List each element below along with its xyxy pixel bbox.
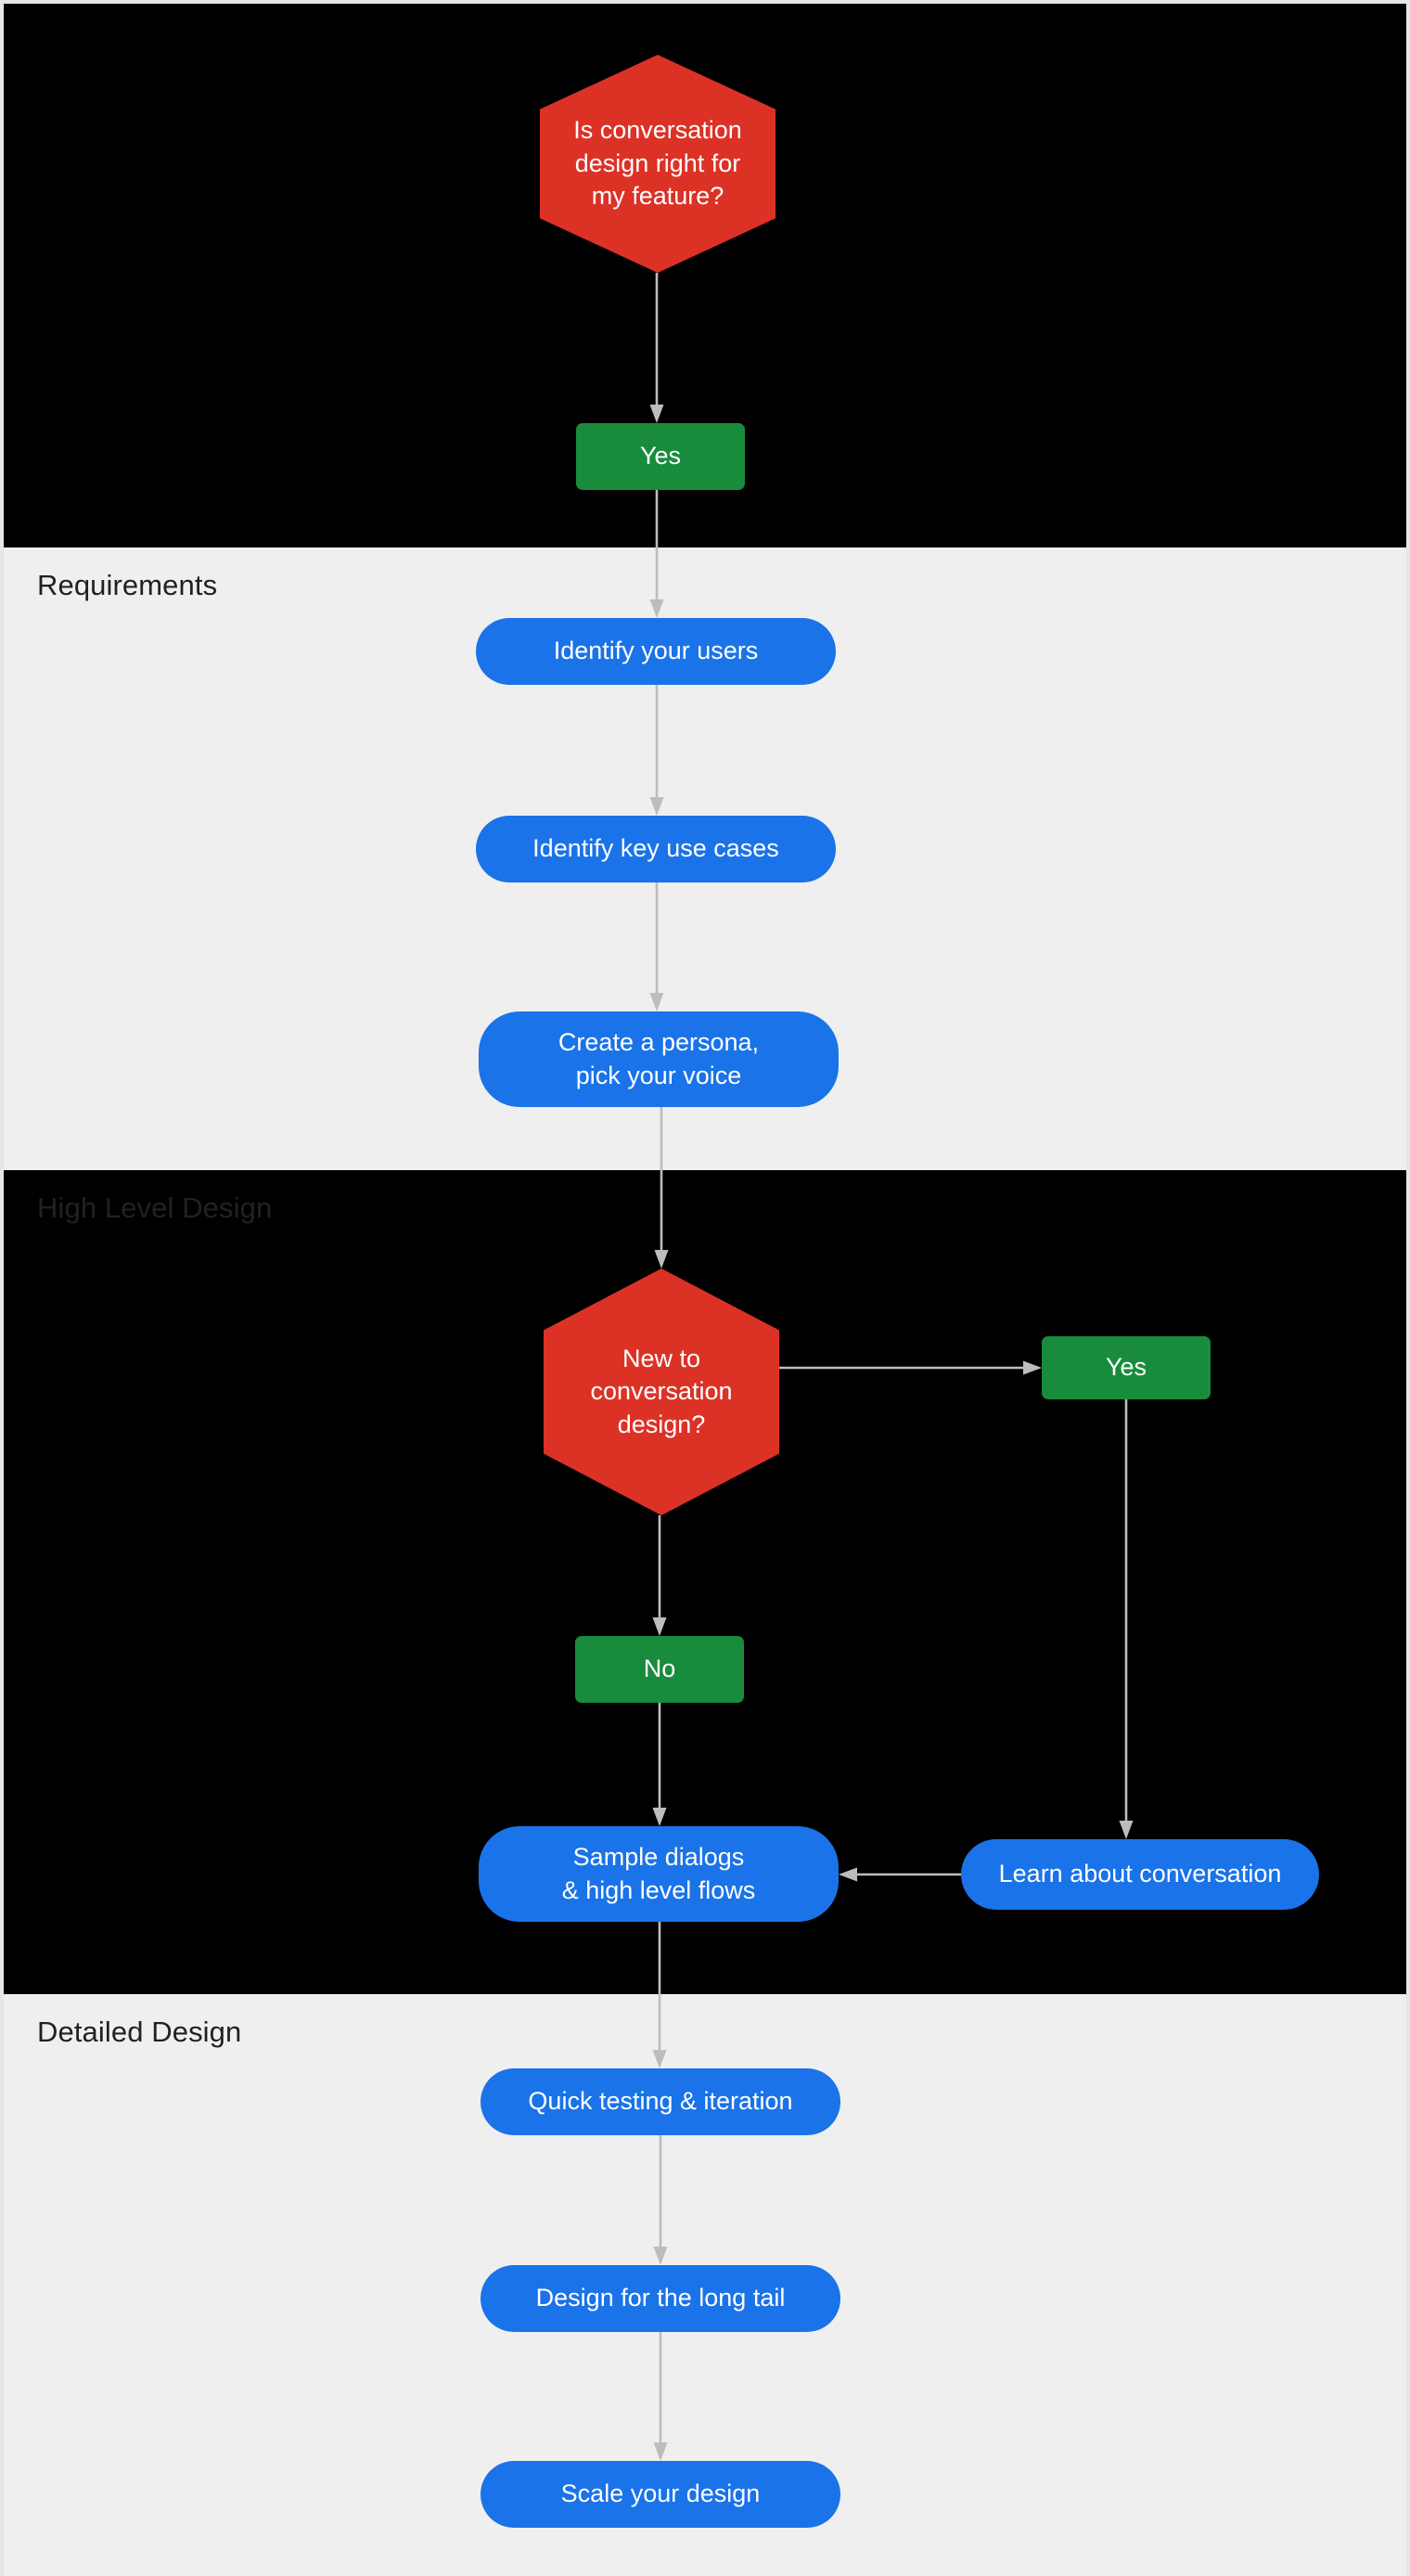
node-label: New to conversation design? [590,1344,733,1438]
node-label: Design for the long tail [535,2284,786,2312]
connector-arrow [644,477,670,631]
connector-arrow [644,672,670,829]
connector-arrow [648,1094,674,1282]
step-sample-dialogs-and-high-level-flows[interactable]: Sample dialogs & high level flows [479,1826,839,1922]
phase-label-detailed-design: Detailed Design [37,2016,242,2048]
step-identify-key-use-cases[interactable]: Identify key use cases [476,816,836,882]
node-label: Identify your users [553,637,759,665]
node-label: Yes [1105,1353,1147,1382]
node-label: Identify key use cases [532,834,779,863]
connector-arrow [1113,1386,1139,1852]
node-label: Create a persona, pick your voice [558,1027,760,1089]
connector-arrow [766,1355,1055,1381]
phase-label-requirements: Requirements [37,569,218,601]
connector-arrow [647,1502,673,1649]
step-learn-about-conversation[interactable]: Learn about conversation [961,1839,1319,1910]
node-label: Scale your design [560,2479,761,2508]
connector-arrow [647,2122,673,2278]
node-label: Sample dialogs & high level flows [561,1842,756,1904]
step-scale-your-design[interactable]: Scale your design [481,2461,840,2528]
node-label: No [643,1655,676,1683]
answer-yes-top[interactable]: Yes [576,423,745,490]
connector-arrow [647,2319,673,2474]
connector-arrow [647,1690,673,1839]
connector-arrow [647,1909,673,2081]
answer-no-branch[interactable]: No [575,1636,744,1703]
connector-arrow [644,260,670,436]
answer-yes-branch[interactable]: Yes [1042,1336,1211,1399]
phase-label-high-level-design: High Level Design [37,1191,273,1224]
connector-arrow [644,869,670,1024]
connector-arrow [826,1861,974,1887]
decision-new-to-conversation-design[interactable]: New to conversation design? [544,1269,779,1515]
step-design-for-the-long-tail[interactable]: Design for the long tail [481,2265,840,2332]
step-identify-your-users[interactable]: Identify your users [476,618,836,685]
step-quick-testing-and-iteration[interactable]: Quick testing & iteration [481,2068,840,2135]
node-label: Learn about conversation [998,1860,1282,1888]
step-create-a-persona-pick-your-voice[interactable]: Create a persona, pick your voice [479,1011,839,1107]
node-label: Is conversation design right for my feat… [573,116,742,211]
node-label: Yes [639,442,682,470]
node-label: Quick testing & iteration [528,2087,793,2116]
